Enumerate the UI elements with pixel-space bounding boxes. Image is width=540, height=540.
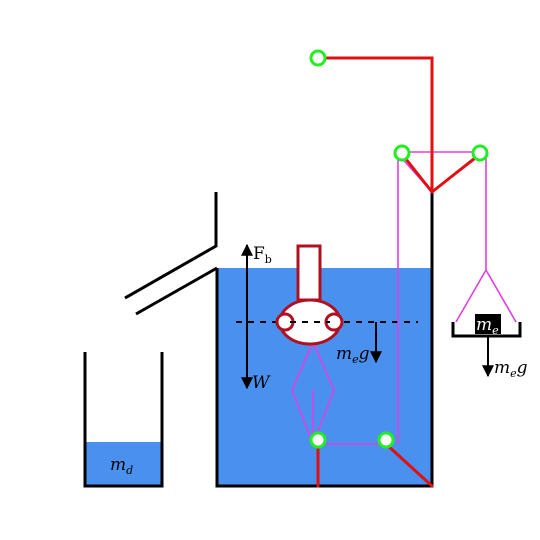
pivot-points — [309, 49, 489, 449]
float — [275, 244, 344, 346]
outside-mg-label: meg — [494, 358, 528, 380]
small-tank-water — [85, 442, 162, 486]
counter-mass-block — [475, 314, 501, 334]
counter-mass-label: me — [476, 315, 499, 337]
buoyancy-label: Fb — [253, 244, 272, 266]
main-tank-water — [217, 268, 432, 486]
lever-system — [316, 56, 482, 488]
main-tank-wall — [215, 190, 434, 488]
small-tank-wall — [83, 352, 164, 488]
weight-label: W — [252, 373, 271, 393]
small-tank-mass-label: md — [110, 455, 133, 477]
string-system — [291, 150, 517, 445]
overflow-spout-lower — [135, 266, 218, 316]
overflow-spout-upper — [124, 192, 218, 300]
counterweight-pan — [451, 322, 522, 338]
inside-mg-label: meg — [336, 344, 370, 366]
